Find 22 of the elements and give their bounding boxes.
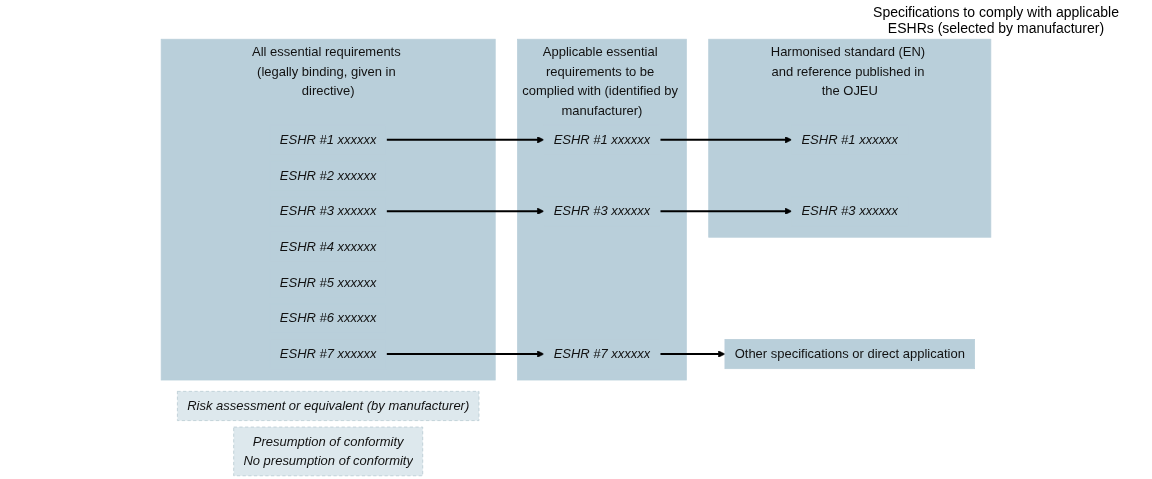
arrow	[386, 350, 545, 358]
node-box: Other specifications or direct application	[724, 339, 975, 370]
arrow	[660, 350, 726, 358]
node-text: ESHR #1 xxxxxx	[279, 132, 377, 147]
node-text: ESHR #3 xxxxxx	[279, 203, 377, 218]
node-text: ESHR #2 xxxxxx	[279, 168, 377, 183]
node-box: Risk assessment or equivalent (by manufacturer)	[177, 390, 480, 421]
node-text: ESHR #3 xxxxxx	[553, 203, 651, 218]
node-box: Presumption of conformity No presumption of conformity	[233, 426, 424, 477]
node-text: ESHR #7 xxxxxx	[553, 346, 651, 361]
arrow	[660, 207, 792, 215]
arrow	[386, 136, 545, 144]
node-text: ESHR #6 xxxxxx	[279, 311, 377, 325]
arrow	[660, 136, 792, 144]
arrow	[386, 207, 545, 215]
node-text: ESHR #7 xxxxxx	[279, 346, 377, 361]
node-text: ESHR #5 xxxxxx	[279, 275, 377, 290]
node-text: ESHR #4 xxxxxx	[279, 239, 377, 254]
node-text: ESHR #1 xxxxxx	[801, 132, 899, 147]
node-text: ESHR #3 xxxxxx	[801, 203, 899, 218]
column-heading: Specifications to comply with applicable ESHRs (selected by manufacturer)	[872, 4, 1120, 36]
node-text: ESHR #1 xxxxxx	[553, 132, 651, 147]
